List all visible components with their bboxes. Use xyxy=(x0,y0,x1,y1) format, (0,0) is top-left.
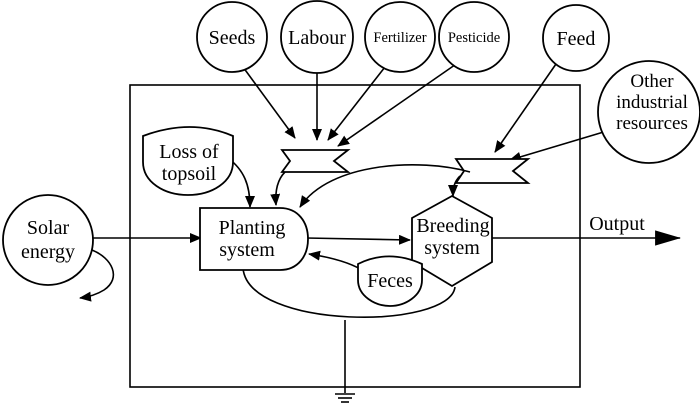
breeding-system-label-line1: Breeding xyxy=(416,215,489,237)
collector-to-breeding-arrow xyxy=(448,175,461,197)
feces-label: Feces xyxy=(367,270,413,292)
loss-of-topsoil-label-line1: Loss of xyxy=(159,141,219,163)
labour-source: Labour xyxy=(280,0,354,74)
other-resources-flow-arrow xyxy=(509,127,618,162)
pesticide-source: Pesticide xyxy=(438,1,510,73)
solar-energy-source: Solar energy xyxy=(2,194,94,286)
breeding-system-node: Breeding system xyxy=(411,194,493,288)
system-boundary xyxy=(129,84,581,388)
planting-to-breeding-arrow xyxy=(305,234,411,245)
loss-of-topsoil-storage: Loss of topsoil xyxy=(142,126,234,196)
loss-of-topsoil-label-line2: topsoil xyxy=(162,163,217,185)
other-resources-source: Other industrial resources xyxy=(597,60,700,164)
labour-label: Labour xyxy=(288,27,346,49)
feces-storage: Feces xyxy=(357,255,423,307)
solar-heat-loss-arrow xyxy=(79,249,115,302)
output-label: Output xyxy=(589,213,645,235)
planting-system-label-line1: Planting xyxy=(219,217,286,239)
fertilizer-flow-arrow xyxy=(327,66,386,141)
seeds-label: Seeds xyxy=(209,27,256,49)
heat-loss-loop xyxy=(242,267,456,318)
planting-system-label-line2: system xyxy=(219,239,275,261)
feces-to-planting-arrow xyxy=(308,250,363,271)
collector-to-planting-arrow xyxy=(270,171,286,206)
planting-inputs-collector xyxy=(280,149,351,173)
solar-energy-label-line1: Solar xyxy=(27,217,70,239)
other-resources-label-line1: Other xyxy=(630,71,674,92)
seeds-source: Seeds xyxy=(196,1,268,73)
feed-flow-arrow xyxy=(494,63,557,153)
collector-to-planting-curve xyxy=(299,164,471,208)
fertilizer-label: Fertilizer xyxy=(373,30,426,46)
fertilizer-source: Fertilizer xyxy=(364,1,436,73)
solar-energy-label-line2: energy xyxy=(21,241,75,263)
seeds-flow-arrow xyxy=(242,66,296,139)
feed-label: Feed xyxy=(557,28,596,50)
planting-system-node: Planting system xyxy=(199,207,309,271)
other-resources-label-line2: industrial xyxy=(616,92,688,113)
pesticide-flow-arrow xyxy=(337,59,463,147)
heat-sink-icon xyxy=(335,393,355,403)
other-resources-label-line3: resources xyxy=(616,113,688,134)
feed-source: Feed xyxy=(542,4,610,72)
pesticide-label: Pesticide xyxy=(448,30,500,46)
breeding-system-label-line2: system xyxy=(424,237,480,259)
